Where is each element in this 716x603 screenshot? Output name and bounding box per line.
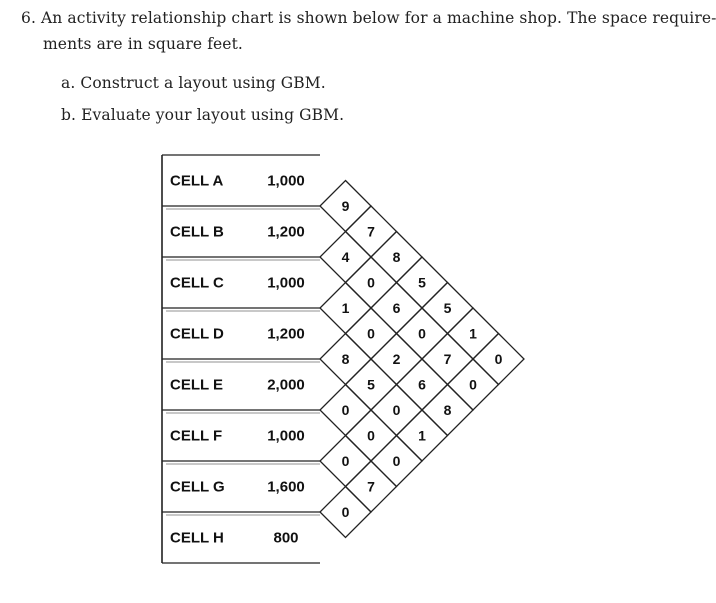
cell-name: CELL A bbox=[170, 173, 224, 190]
cell-area: 2,000 bbox=[267, 377, 305, 394]
cell-area: 1,600 bbox=[267, 479, 305, 496]
cell-area: 1,000 bbox=[267, 428, 305, 445]
relationship-value: 0 bbox=[469, 377, 477, 393]
relationship-value: 4 bbox=[342, 249, 350, 265]
relationship-value: 5 bbox=[444, 300, 452, 316]
cell-area: 1,200 bbox=[267, 326, 305, 343]
relationship-value: 6 bbox=[393, 300, 401, 316]
relationship-value: 0 bbox=[418, 326, 426, 342]
relationship-value: 1 bbox=[469, 326, 477, 342]
problem-statement-line-1: 6. An activity relationship chart is sho… bbox=[21, 9, 716, 27]
relationship-value: 9 bbox=[342, 198, 350, 214]
relationship-value: 0 bbox=[342, 504, 350, 520]
cell-name: CELL H bbox=[170, 530, 224, 547]
relationship-value: 7 bbox=[367, 479, 375, 495]
relationship-value: 7 bbox=[444, 351, 452, 367]
cell-name: CELL F bbox=[170, 428, 222, 445]
part-a-instruction: a. Construct a layout using GBM. bbox=[61, 74, 326, 92]
cell-area: 1,200 bbox=[267, 224, 305, 241]
cell-name: CELL E bbox=[170, 377, 223, 394]
relationship-value: 5 bbox=[418, 275, 426, 291]
relationship-value: 8 bbox=[342, 351, 350, 367]
cell-area: 800 bbox=[273, 530, 298, 547]
relationship-value: 7 bbox=[367, 224, 375, 240]
relationship-value: 2 bbox=[393, 351, 401, 367]
relationship-value: 0 bbox=[495, 351, 503, 367]
cell-area: 1,000 bbox=[267, 173, 305, 190]
relationship-value: 1 bbox=[342, 300, 350, 316]
relationship-value: 1 bbox=[418, 428, 426, 444]
relationship-value: 6 bbox=[418, 377, 426, 393]
relationship-value: 0 bbox=[342, 402, 350, 418]
relationship-diamond bbox=[319, 485, 372, 539]
relationship-value: 8 bbox=[444, 402, 452, 418]
cell-name: CELL D bbox=[170, 326, 224, 343]
relationship-value: 0 bbox=[393, 453, 401, 469]
part-b-instruction: b. Evaluate your layout using GBM. bbox=[61, 106, 345, 124]
relationship-value: 0 bbox=[342, 453, 350, 469]
relationship-value: 5 bbox=[367, 377, 375, 393]
relationship-value: 0 bbox=[367, 326, 375, 342]
cell-area: 1,000 bbox=[267, 275, 305, 292]
problem-statement-line-2: ments are in square feet. bbox=[43, 35, 243, 53]
cell-name: CELL C bbox=[170, 275, 224, 292]
relationship-value: 0 bbox=[393, 402, 401, 418]
cell-name: CELL B bbox=[170, 224, 224, 241]
cell-name: CELL G bbox=[170, 479, 225, 496]
relationship-value: 0 bbox=[367, 275, 375, 291]
relationship-value: 0 bbox=[367, 428, 375, 444]
relationship-value: 8 bbox=[393, 249, 401, 265]
